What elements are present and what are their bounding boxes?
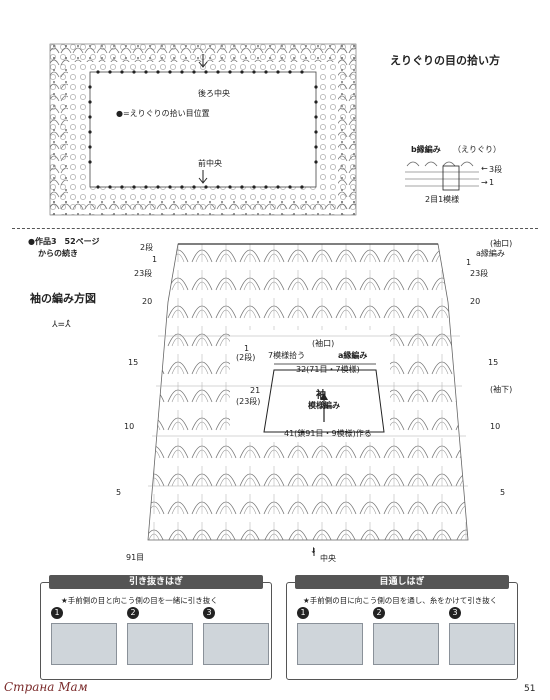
sleeve-center-label: 中央 xyxy=(320,554,336,563)
page-number: 51 xyxy=(524,684,536,694)
step-1-photo xyxy=(297,623,363,665)
schematic-edging: a縁編み xyxy=(338,351,368,360)
step-2-icon: 2 xyxy=(373,607,385,619)
weave-join-header: 目通しはぎ xyxy=(295,575,509,589)
schematic-edge-row2: (2段) xyxy=(236,353,256,362)
sleeve-stitch-count: 91目 xyxy=(126,553,145,562)
slip-stitch-join-box: 引き抜きはぎ ★手前側の目と向こう側の目を一緒に引き抜く 1 2 3 xyxy=(40,575,272,680)
neckline-diagram: 後ろ中央 前中央 ●=えりぐりの拾い目位置 xyxy=(48,42,358,217)
sleeve-underarm-label: (袖下) xyxy=(490,385,513,394)
b-edging-row3: 3段 xyxy=(489,165,503,174)
front-center-label: 前中央 xyxy=(198,159,222,168)
schematic-trapezoid xyxy=(263,363,385,433)
sleeve-center-arrow: ↓ xyxy=(310,546,317,555)
sleeve-row-23-right: 23段 xyxy=(470,269,489,278)
b-edging-block: b縁編み （えりぐり） 3段 ← → 1 2目1模様 xyxy=(385,140,535,210)
b-edging-row1-arrow: → xyxy=(481,178,488,187)
schematic-bottom-width: 41(鎖91目・9模様)作る xyxy=(284,429,372,438)
decrease-symbol: ⅄=⅄̂ xyxy=(52,320,71,330)
step-2-photo xyxy=(127,623,193,665)
weave-join-box: 目通しはぎ ★手前側の目に向こう側の目を通し、糸をかけて引き抜く 1 2 3 xyxy=(286,575,518,680)
sleeve-row-1-left: 1 xyxy=(152,255,158,264)
sleeve-edging-right: a縁編み xyxy=(476,249,505,258)
sleeve-title: 袖の編み方図 xyxy=(30,292,96,305)
sleeve-crochet-chart xyxy=(147,243,469,556)
schematic-edging-rows: 7模様拾う xyxy=(268,351,306,360)
section-divider xyxy=(12,228,538,229)
sleeve-row-20-left: 20 xyxy=(142,297,153,306)
neckline-legend: ●=えりぐりの拾い目位置 xyxy=(116,109,210,118)
sleeve-cuff-right: (袖口) xyxy=(490,239,513,248)
b-edging-subtitle: （えりぐり） xyxy=(453,145,501,154)
schematic-pattern: 模様編み xyxy=(308,401,340,410)
weave-join-note: ★手前側の目に向こう側の目を通し、糸をかけて引き抜く xyxy=(303,596,498,605)
b-edging-row3-arrow: ← xyxy=(481,164,488,173)
sleeve-row-20-right: 20 xyxy=(470,297,481,306)
sleeve-row-15-left: 15 xyxy=(128,358,139,367)
sleeve-row-10-left: 10 xyxy=(124,422,135,431)
b-edging-chart xyxy=(405,161,479,191)
slip-stitch-join-header: 引き抜きはぎ xyxy=(49,575,263,589)
step-1-icon: 1 xyxy=(297,607,309,619)
sleeve-schematic: (袖口) 7模様拾う a縁編み 1 (2段) 32(71目・7模様) 袖 模様編… xyxy=(230,336,390,444)
b-edging-row1: 1 xyxy=(489,178,495,187)
schematic-name: 袖 xyxy=(316,390,326,401)
continued-label: からの続き xyxy=(38,249,78,258)
step-3-photo xyxy=(203,623,269,665)
neckline-crochet-chart xyxy=(49,43,357,216)
sleeve-row-2-left: 2段 xyxy=(140,243,154,252)
sleeve-row-1-right: 1 xyxy=(466,258,472,267)
sleeve-row-5-right: 5 xyxy=(500,488,506,497)
schematic-edge-row1: 1 xyxy=(244,344,250,353)
step-1-photo xyxy=(51,623,117,665)
step-2-photo xyxy=(373,623,439,665)
schematic-height-rows: (23段) xyxy=(236,397,261,406)
slip-stitch-join-note: ★手前側の目と向こう側の目を一緒に引き抜く xyxy=(61,596,218,605)
sleeve-row-10-right: 10 xyxy=(490,422,501,431)
step-2-icon: 2 xyxy=(127,607,139,619)
step-3-photo xyxy=(449,623,515,665)
step-3-icon: 3 xyxy=(449,607,461,619)
sleeve-row-23-left: 23段 xyxy=(134,269,153,278)
b-edging-title: b縁編み xyxy=(411,145,441,154)
schematic-cuff: (袖口) xyxy=(312,339,335,348)
step-1-icon: 1 xyxy=(51,607,63,619)
neckline-title: えりぐりの目の拾い方 xyxy=(390,54,500,67)
work-label: ●作品3 52ページ xyxy=(28,237,100,246)
sleeve-row-5-left: 5 xyxy=(116,488,122,497)
site-watermark: Страна Мам xyxy=(4,680,88,694)
schematic-height: 21 xyxy=(250,386,261,395)
step-3-icon: 3 xyxy=(203,607,215,619)
back-center-label: 後ろ中央 xyxy=(198,89,230,98)
b-edging-repeat: 2目1模様 xyxy=(425,195,460,204)
sleeve-row-15-right: 15 xyxy=(488,358,499,367)
